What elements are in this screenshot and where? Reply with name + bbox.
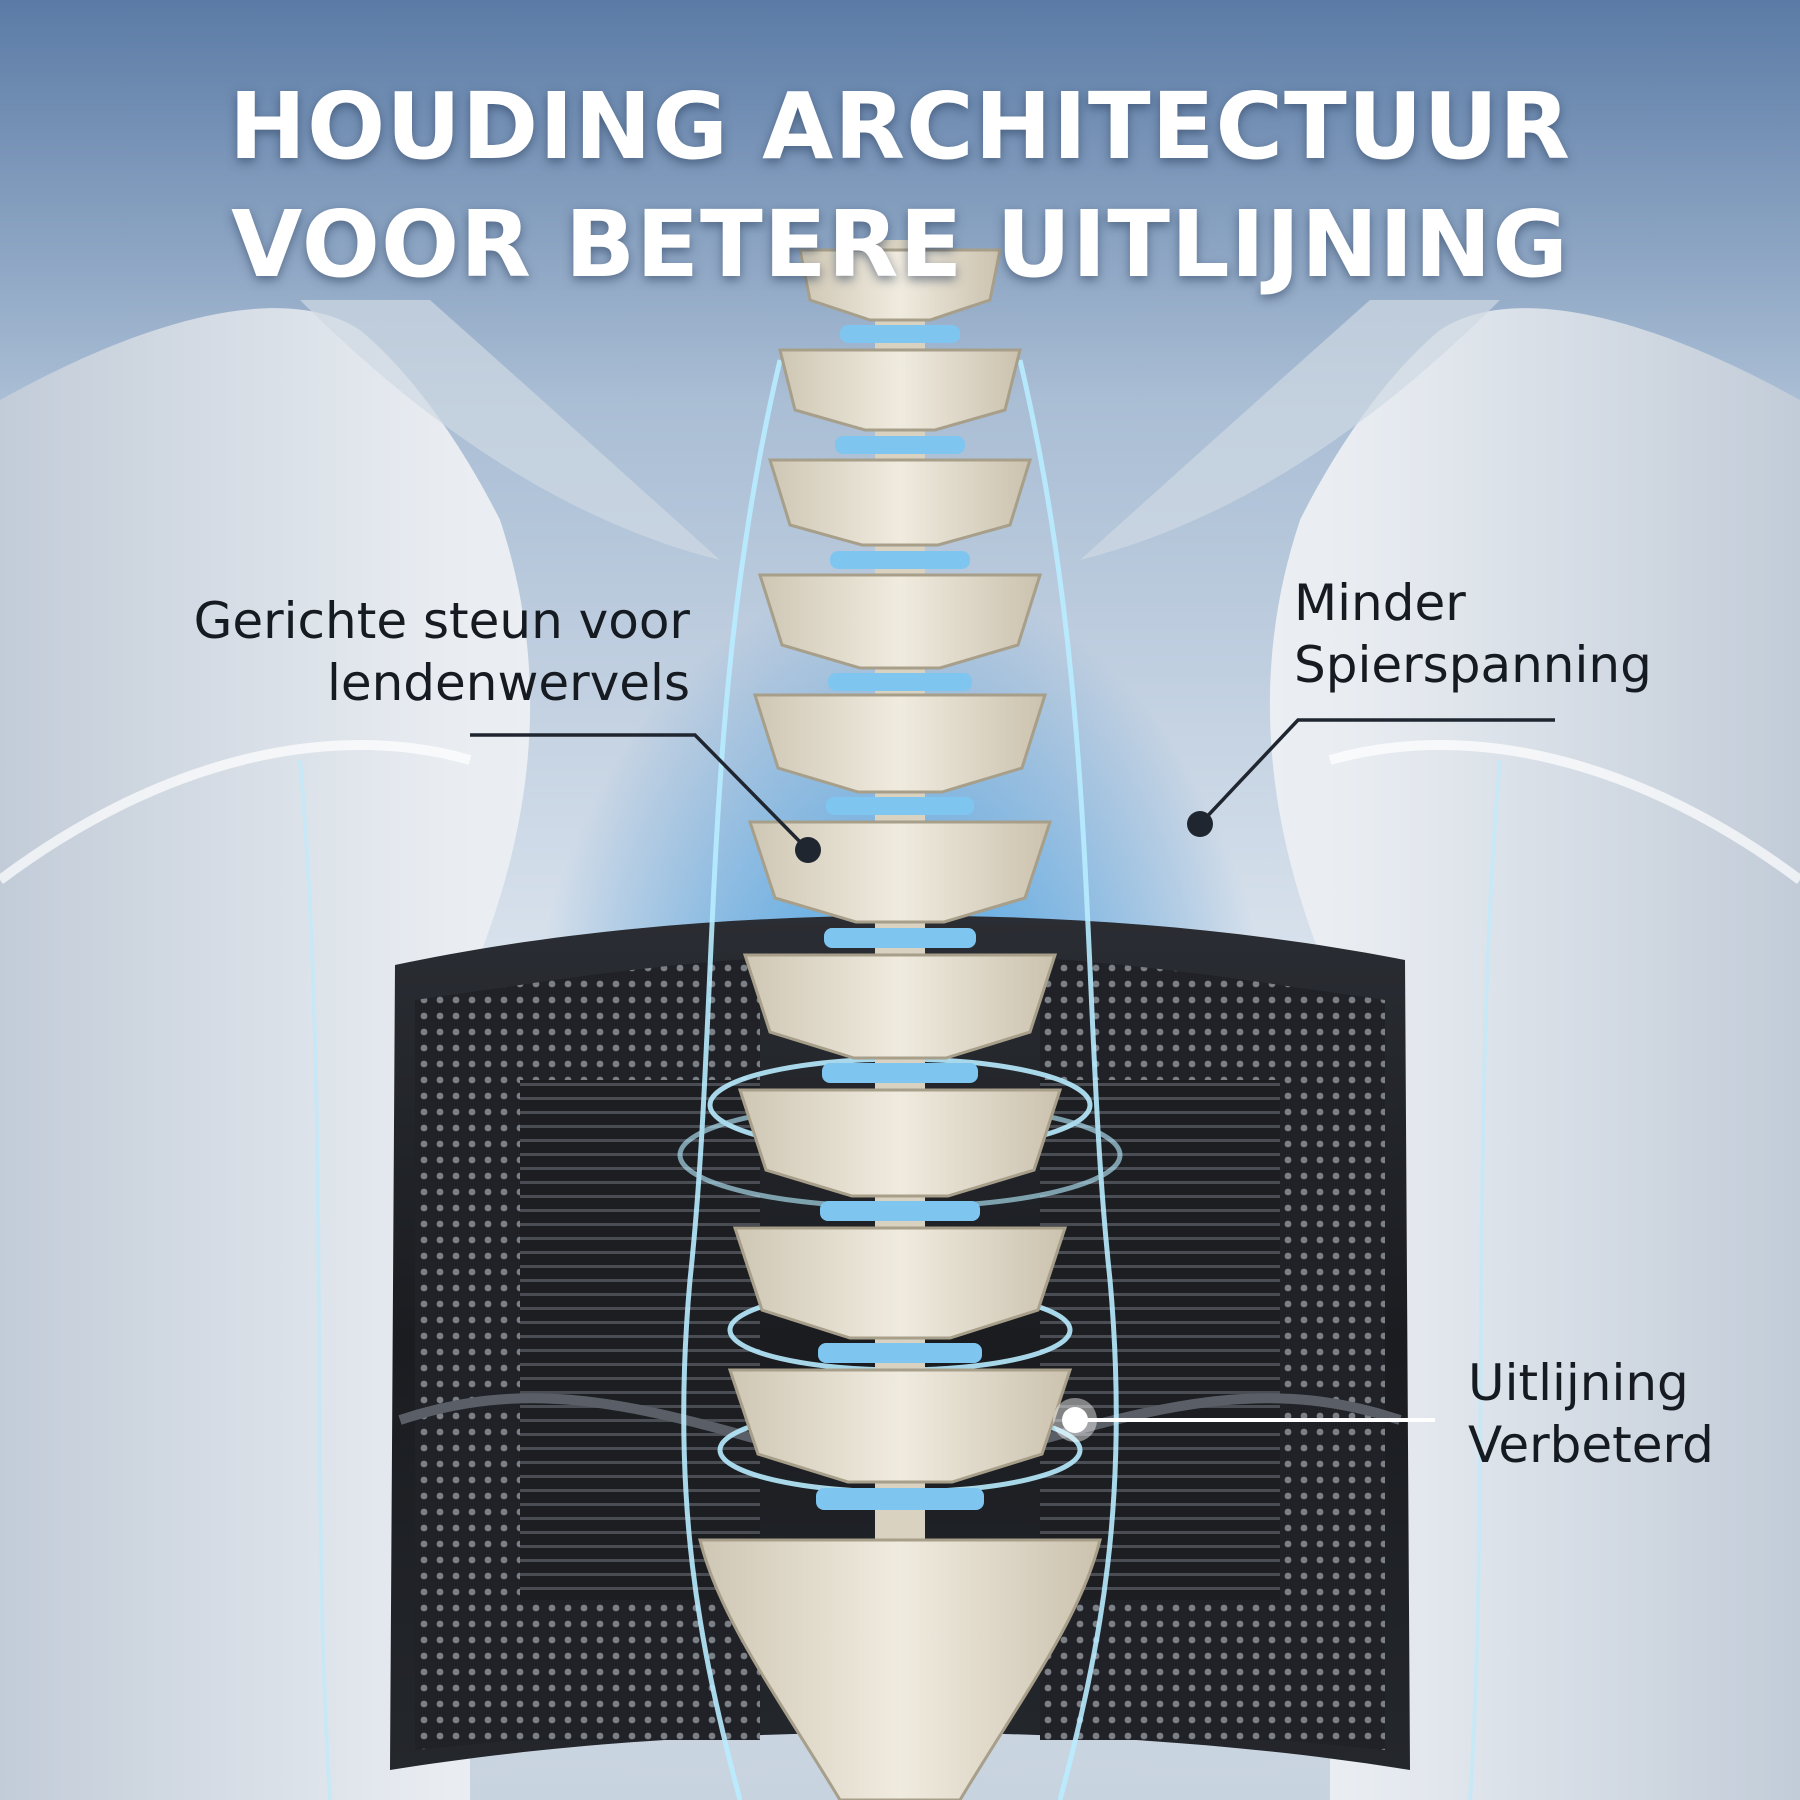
belt-straps-left	[520, 1080, 760, 1600]
marker-dot	[1187, 811, 1213, 837]
belt-mesh-bottom-right	[1040, 1600, 1280, 1740]
belt-mesh-left	[415, 985, 520, 1750]
headline: HOUDING ARCHITECTUUR VOOR BETERE UITLIJN…	[0, 62, 1800, 304]
flow-line-left	[0, 740, 472, 885]
vertebra	[798, 248, 1002, 322]
belt-cross-strap-right	[1038, 1393, 1402, 1445]
belt-mesh-top-right	[1040, 958, 1280, 1080]
callout-lumbar-support: Gerichte steun voor lendenwervels	[150, 590, 690, 714]
belt-mesh-top-left	[520, 958, 760, 1080]
vertebra	[752, 693, 1048, 794]
vertebra	[727, 1368, 1073, 1484]
vertebra	[747, 820, 1053, 924]
vertebra	[767, 458, 1033, 547]
callout-line: Spierspanning	[1294, 636, 1652, 694]
callout-line: Uitlijning	[1468, 1354, 1689, 1412]
callout-line: Gerichte steun voor	[193, 592, 690, 650]
marker-dot	[1062, 1407, 1088, 1433]
callout-leaders	[470, 718, 1555, 1442]
headline-line-2: VOOR BETERE UITLIJNING	[231, 190, 1569, 298]
belt-cross-strap-left	[398, 1393, 762, 1445]
belt-straps-right	[1040, 1080, 1280, 1600]
shoulder-blade-right	[1080, 300, 1500, 560]
vertebra	[737, 1088, 1063, 1198]
shoulder-blade-left	[300, 300, 720, 560]
callout-muscle-tension: Minder Spierspanning	[1294, 572, 1764, 696]
belt-mesh-right	[1280, 985, 1385, 1750]
spine-illustration	[698, 240, 1102, 1800]
marker-dot	[795, 837, 821, 863]
vertebra	[778, 348, 1022, 432]
sacrum	[698, 1538, 1102, 1800]
callout-line: lendenwervels	[326, 654, 690, 712]
belt-mesh-bottom-left	[520, 1600, 760, 1740]
vertebra	[742, 953, 1058, 1060]
callout-line: Minder	[1294, 574, 1466, 632]
vertebra	[732, 1226, 1068, 1340]
flow-line-right	[1328, 740, 1800, 885]
headline-line-1: HOUDING ARCHITECTUUR	[229, 72, 1571, 180]
callout-line: Verbeterd	[1468, 1416, 1714, 1474]
vertebra	[757, 573, 1043, 670]
callout-alignment: Uitlijning Verbeterd	[1468, 1352, 1788, 1476]
